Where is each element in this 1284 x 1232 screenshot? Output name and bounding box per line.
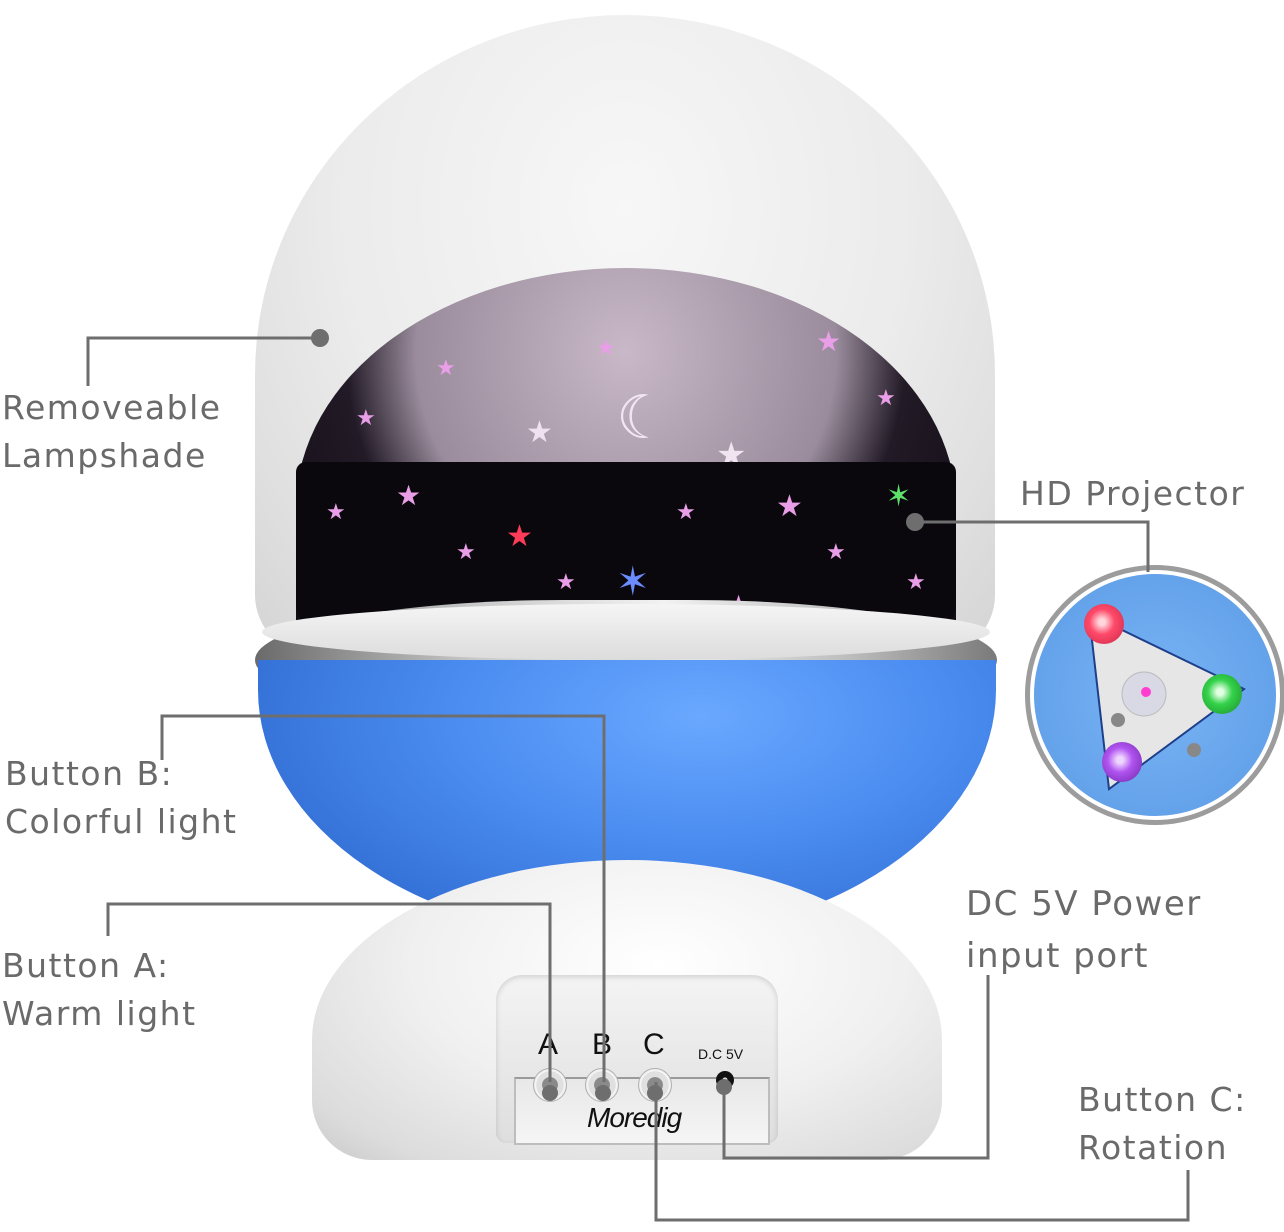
button-a-label-line2: Warm light <box>2 994 197 1033</box>
dc-power-callout: DC 5V Power input port <box>966 878 1202 982</box>
button-c-label-line1: Button C: <box>1078 1080 1247 1119</box>
button-b-label-line1: Button B: <box>5 754 174 793</box>
silver-ring-top <box>262 604 990 660</box>
green-led <box>1202 674 1242 714</box>
lampshade-callout: Removeable Lampshade <box>2 384 222 480</box>
button-b-callout: Button B: Colorful light <box>5 750 238 846</box>
dc-5v-label: D.C 5V <box>698 1046 744 1062</box>
button-b-label-line2: Colorful light <box>5 802 238 841</box>
brand-logo: Moredig <box>587 1102 682 1133</box>
button-c-callout: Button C: Rotation <box>1078 1076 1247 1172</box>
lampshade-label-line2: Lampshade <box>2 436 207 475</box>
projector-inset <box>1034 574 1276 816</box>
lampshade-label-line1: Removeable <box>2 388 222 427</box>
dc-power-label-line1: DC 5V Power <box>966 884 1202 924</box>
purple-led <box>1102 742 1142 782</box>
button-a-letter: A <box>538 1028 559 1061</box>
red-led <box>1084 604 1124 644</box>
button-b-letter: B <box>592 1028 613 1061</box>
hd-projector-callout: HD Projector <box>1020 470 1245 518</box>
button-c-label-line2: Rotation <box>1078 1128 1229 1167</box>
button-c-letter: C <box>643 1028 665 1061</box>
hd-projector-label: HD Projector <box>1020 474 1246 513</box>
dc-power-label-line2: input port <box>966 936 1149 976</box>
button-a-callout: Button A: Warm light <box>2 942 197 1038</box>
button-a-label-line1: Button A: <box>2 946 170 985</box>
